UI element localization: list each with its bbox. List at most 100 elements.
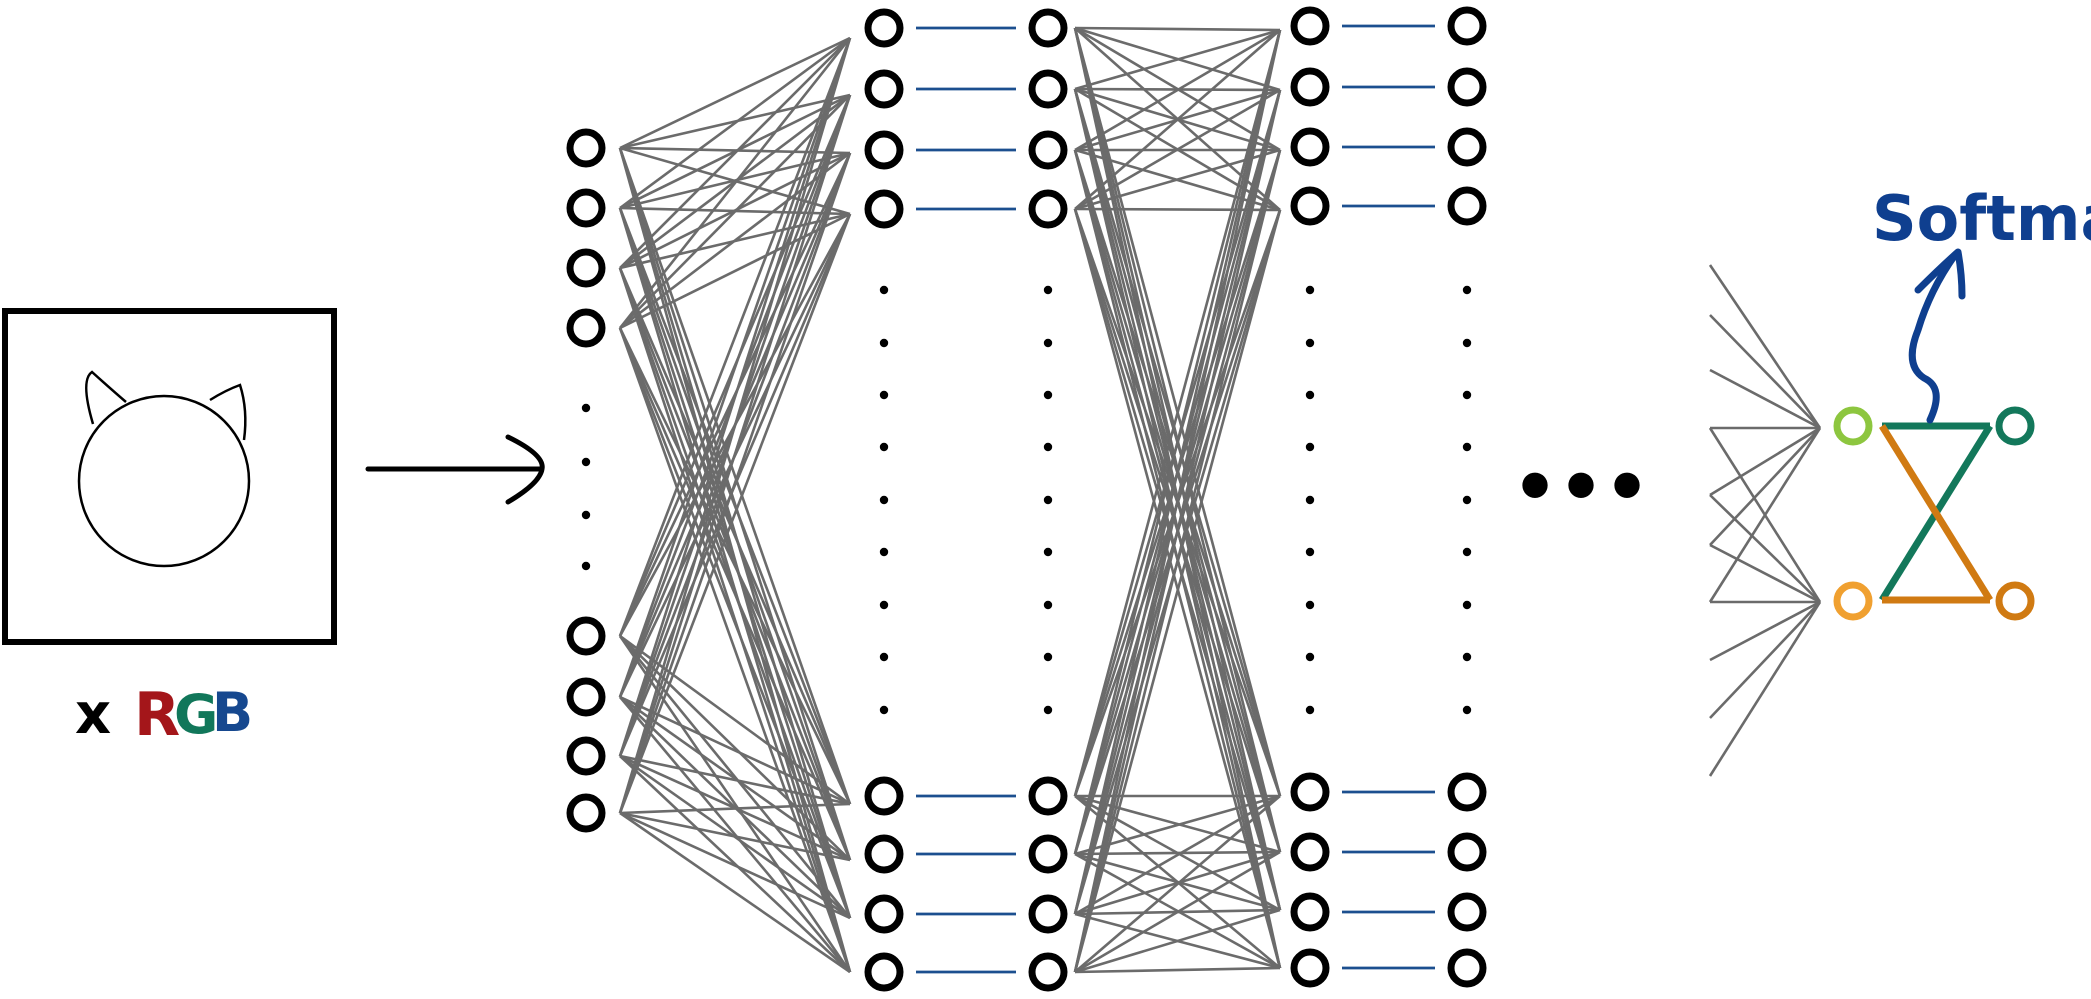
output-orange-connections [1879, 424, 1993, 604]
ellipsis-dot-1-4 [879, 495, 889, 505]
ellipsis-dot-3-7 [1305, 652, 1315, 662]
ellipsis-dot-4-0 [1462, 285, 1472, 295]
edge-5-7 [619, 696, 851, 973]
edge-b-7-1 [1073, 89, 1282, 973]
ellipsis-dot-0-0 [581, 403, 591, 413]
input-label-b: B [212, 681, 253, 744]
node-col0-2 [566, 248, 606, 288]
node-col2-2 [1028, 130, 1068, 170]
edge-7-2 [618, 152, 852, 814]
node-col4-6 [1447, 892, 1487, 932]
edge-b-7-5 [1074, 850, 1281, 974]
fan-edge-0-0 [1708, 264, 1822, 429]
ellipsis-dot-3-8 [1305, 705, 1315, 715]
ellipsis-dot-3-4 [1305, 495, 1315, 505]
ellipsis-dot-2-0 [1043, 285, 1053, 295]
ellipsis-dot-4-3 [1462, 442, 1472, 452]
ellipsis-dot-1-3 [879, 442, 889, 452]
ellipsis-dot-1-2 [879, 390, 889, 400]
node-col0-3 [566, 308, 606, 348]
edge-7-1 [618, 94, 852, 814]
edge-b-7-7 [1074, 966, 1281, 974]
curved-arrow-icon [1908, 248, 1966, 424]
node-col2-7 [1028, 952, 1068, 992]
ellipsis-dot-1-7 [879, 652, 889, 662]
output-node-top [1995, 406, 2035, 446]
softmax-label: Softmax [1872, 182, 2091, 255]
node-col0-0 [566, 128, 606, 168]
edge-7-7 [619, 811, 851, 974]
node-col0-1 [566, 188, 606, 228]
edge-0-4 [618, 147, 852, 805]
node-col2-1 [1028, 69, 1068, 109]
fan-edge-4-0 [1709, 426, 1821, 497]
ellipsis-dot-4-1 [1462, 338, 1472, 348]
edge-2-4 [618, 267, 852, 805]
input-image-frame [2, 308, 337, 645]
edge-4-5 [619, 635, 851, 861]
ellipsis-dot-4-7 [1462, 652, 1472, 662]
layers-continuation: ••• [1512, 445, 1650, 529]
ellipsis-dot-3-1 [1305, 338, 1315, 348]
node-col3-2 [1290, 127, 1330, 167]
edge-b-7-3 [1073, 209, 1282, 973]
ellipsis-dot-2-7 [1043, 652, 1053, 662]
fan-edge-5-0 [1709, 427, 1821, 546]
ellipsis-dot-2-1 [1043, 338, 1053, 348]
node-col3-4 [1290, 772, 1330, 812]
cat-sketch-icon [77, 370, 251, 568]
node-col1-0 [864, 8, 904, 48]
layer-nodes [566, 6, 1487, 992]
node-col3-3 [1290, 186, 1330, 226]
edge-b-7-6 [1074, 908, 1281, 974]
ellipsis-dot-2-2 [1043, 390, 1053, 400]
node-col0-7 [566, 793, 606, 833]
fan-edge-8-1 [1709, 601, 1821, 719]
ellipsis-dot-3-0 [1305, 285, 1315, 295]
node-col4-0 [1447, 6, 1487, 46]
edge-b-7-2 [1073, 149, 1282, 973]
edge-3-6 [618, 327, 852, 919]
edge-3-0 [618, 37, 852, 329]
node-col1-4 [864, 776, 904, 816]
node-col0-5 [566, 677, 606, 717]
ellipsis-dot-2-4 [1043, 495, 1053, 505]
input-label-r: R [134, 680, 180, 750]
node-col4-2 [1447, 127, 1487, 167]
ellipsis-dot-2-6 [1043, 600, 1053, 610]
ellipsis-dot-4-6 [1462, 600, 1472, 610]
edge-b-6-0 [1073, 29, 1282, 915]
input-label-x: x [75, 682, 111, 747]
edge-b-1-0 [1074, 28, 1281, 91]
node-col4-5 [1447, 832, 1487, 872]
ellipsis-dot-2-3 [1043, 442, 1053, 452]
ellipsis-dot-1-6 [879, 600, 889, 610]
ellipsis-dot-3-5 [1305, 547, 1315, 557]
node-col1-5 [864, 834, 904, 874]
ellipsis-dot-0-2 [581, 510, 591, 520]
edge-7-3 [618, 213, 852, 814]
input-label-g: G [174, 683, 218, 746]
edge-7-0 [618, 37, 852, 814]
edge-1-4 [618, 207, 852, 805]
node-col1-7 [864, 952, 904, 992]
edge-0-0 [619, 36, 851, 150]
ellipsis-dot-1-0 [879, 285, 889, 295]
node-col0-6 [566, 736, 606, 776]
edge-b-3-0 [1074, 29, 1281, 210]
node-col3-0 [1290, 6, 1330, 46]
fan-edge-7-1 [1709, 600, 1821, 662]
edge-b-4-0 [1073, 29, 1282, 797]
edge-1-0 [619, 36, 851, 210]
ellipsis-dot-3-2 [1305, 390, 1315, 400]
ellipsis-dot-1-5 [879, 547, 889, 557]
edge-b-2-0 [1074, 28, 1281, 152]
node-col2-6 [1028, 894, 1068, 934]
edge-3-1 [619, 94, 851, 329]
node-col1-2 [864, 130, 904, 170]
node-col4-1 [1447, 67, 1487, 107]
edge-6-7 [619, 755, 851, 973]
fan-edge-2-0 [1709, 368, 1821, 430]
ellipsis-dot-3-3 [1305, 442, 1315, 452]
